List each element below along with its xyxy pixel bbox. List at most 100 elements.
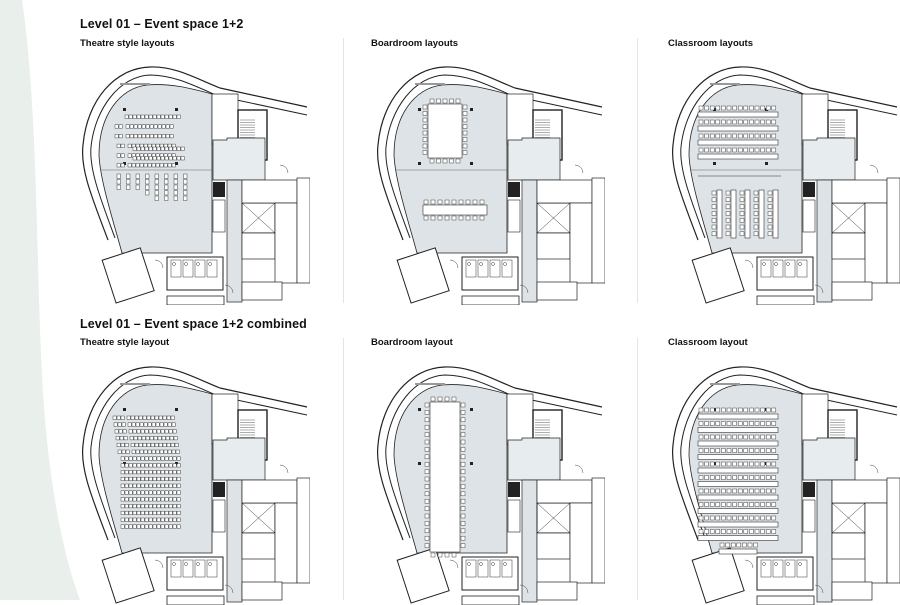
- chair: [726, 105, 732, 111]
- chair: [176, 456, 181, 461]
- chair: [747, 542, 753, 548]
- chair: [140, 490, 145, 495]
- chair: [152, 476, 157, 481]
- pillar: [418, 162, 421, 165]
- table: [697, 508, 779, 514]
- chair: [479, 215, 485, 221]
- chair: [153, 436, 158, 441]
- table: [716, 189, 723, 239]
- chair: [146, 442, 151, 447]
- chair: [424, 424, 430, 430]
- chair: [158, 442, 163, 447]
- chair: [704, 515, 709, 521]
- table: [427, 103, 463, 159]
- chair: [148, 114, 153, 119]
- chair: [760, 133, 765, 139]
- corridor: [816, 479, 833, 603]
- chair: [124, 517, 129, 522]
- chair: [176, 483, 181, 488]
- chair: [143, 449, 148, 454]
- chair: [704, 529, 709, 534]
- chair: [124, 504, 129, 509]
- chair: [165, 134, 170, 139]
- chair: [743, 147, 749, 153]
- chair: [767, 190, 773, 196]
- table: [697, 481, 779, 487]
- chair: [460, 417, 466, 423]
- pillar: [713, 108, 716, 111]
- section-title: Level 01 – Event space 1+2 combined: [80, 317, 307, 331]
- chair: [129, 134, 134, 139]
- chair: [732, 461, 737, 467]
- chair: [429, 158, 435, 164]
- chair: [124, 114, 129, 119]
- floor-plan-drawing: [81, 66, 310, 305]
- chair: [730, 542, 736, 548]
- chair: [148, 146, 153, 151]
- layout-heading: Theatre style layout: [80, 337, 170, 348]
- chair: [437, 199, 443, 205]
- chair: [444, 552, 450, 558]
- chair: [140, 504, 145, 509]
- chair: [715, 147, 721, 153]
- chair: [161, 436, 166, 441]
- chair: [164, 456, 169, 461]
- chair: [140, 476, 145, 481]
- chair: [430, 552, 436, 558]
- layout-heading: Boardroom layout: [371, 337, 453, 348]
- chair: [145, 124, 150, 129]
- chair: [130, 415, 135, 420]
- chair: [136, 517, 141, 522]
- chair: [138, 415, 143, 420]
- chair: [462, 117, 468, 123]
- chair: [711, 204, 717, 209]
- chair: [164, 195, 169, 201]
- chair: [120, 456, 125, 461]
- chair: [437, 396, 443, 402]
- chair: [145, 134, 150, 139]
- chair: [136, 476, 141, 481]
- chair: [424, 447, 430, 452]
- chair: [754, 105, 760, 111]
- chair: [749, 529, 754, 534]
- table: [697, 139, 779, 146]
- chair: [743, 407, 749, 413]
- chair: [144, 156, 149, 161]
- chair: [160, 490, 165, 495]
- chair: [765, 448, 771, 453]
- pillar: [175, 162, 178, 165]
- chair: [753, 217, 759, 223]
- chair: [721, 461, 726, 467]
- outer-wall: [671, 366, 898, 541]
- chair: [715, 434, 721, 440]
- chair: [164, 510, 169, 515]
- chair: [116, 173, 121, 179]
- chair: [424, 461, 430, 467]
- chair: [709, 529, 715, 534]
- chair: [127, 422, 132, 427]
- chair: [429, 98, 435, 104]
- chair: [423, 215, 429, 221]
- chair: [732, 119, 737, 125]
- chair: [422, 130, 428, 136]
- chair: [127, 153, 132, 158]
- chair: [479, 199, 485, 205]
- chair: [173, 184, 178, 190]
- chair: [156, 146, 161, 151]
- chair: [715, 448, 721, 453]
- chair: [164, 504, 169, 509]
- chair: [721, 407, 726, 413]
- chair: [753, 197, 759, 203]
- chair: [715, 515, 721, 521]
- chair: [725, 190, 731, 196]
- pillar: [175, 408, 178, 411]
- chair: [128, 524, 133, 529]
- chair: [726, 133, 732, 139]
- chair: [172, 490, 177, 495]
- table: [697, 535, 779, 541]
- chair: [146, 415, 151, 420]
- chair: [174, 442, 179, 447]
- chair: [144, 456, 149, 461]
- chair: [451, 396, 457, 402]
- chair: [460, 535, 466, 541]
